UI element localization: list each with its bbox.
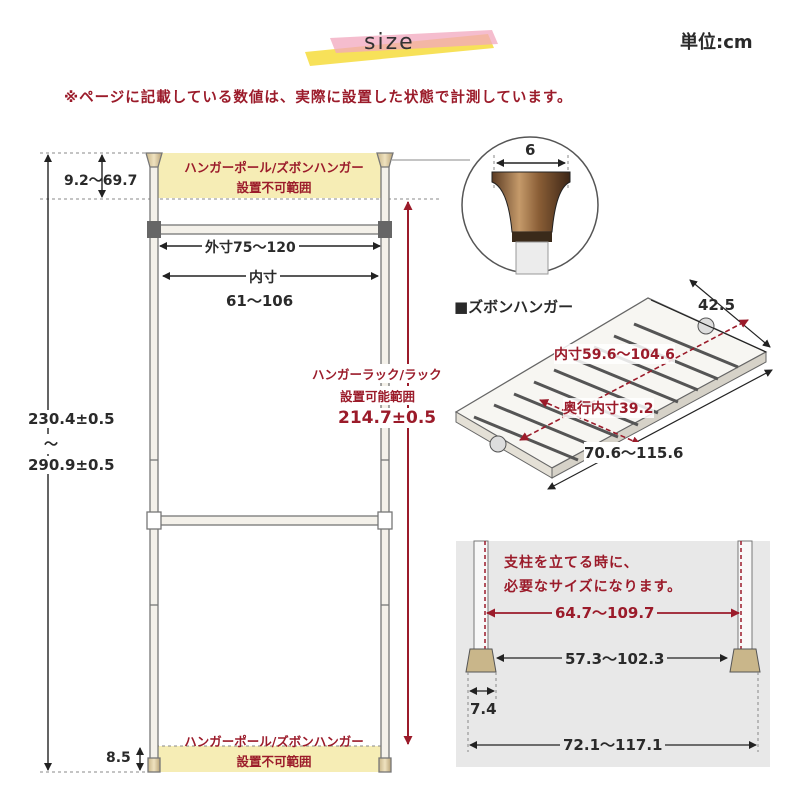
installable-range-line1: ハンガーラック/ラック: [312, 364, 442, 383]
trouser-hanger-title: ■ズボンハンガー: [454, 298, 574, 316]
assembly-span-top: 64.7〜109.7: [552, 602, 658, 623]
height-max: 290.9±0.5: [28, 456, 115, 474]
height-min: 230.4±0.5: [28, 410, 115, 428]
outer-width-value: 外寸75〜120: [202, 237, 299, 257]
inner-width-value: 61〜106: [226, 292, 294, 310]
top-zone-line2: 設置不可範囲: [236, 180, 312, 195]
cap-detail: [392, 136, 599, 275]
hanger-width-value: 70.6〜115.6: [584, 442, 684, 463]
assembly-note-line2: 必要なサイズになります。: [504, 579, 683, 595]
right-pole: [380, 164, 390, 766]
page-title: size: [364, 30, 415, 55]
hanger-inner-depth: 奥行内寸39.2: [563, 398, 654, 418]
measurement-note: ※ページに記載している数値は、実際に設置した状態で計測しています。: [64, 90, 573, 106]
top-gap-value: 9.2〜69.7: [64, 173, 138, 189]
hanger-inner-width: 内寸59.6〜104.6: [554, 344, 675, 364]
title-ribbon: [305, 30, 498, 66]
top-bar: [155, 224, 384, 235]
rack-frame: [145, 152, 394, 773]
assembly-span-bottom: 72.1〜117.1: [560, 734, 666, 755]
top-no-install-zone: [150, 153, 388, 198]
middle-bar: [155, 515, 384, 526]
assembly-span-inner: 57.3〜102.3: [562, 648, 668, 669]
height-tilde: 〜: [44, 434, 58, 454]
inner-width-label: 内寸: [246, 267, 280, 287]
top-zone-line1: ハンガーポール/ズボンハンガー: [184, 160, 364, 175]
bottom-no-install-zone: [150, 746, 388, 772]
bottom-gap-value: 8.5: [106, 750, 131, 766]
cap-width-value: 6: [525, 141, 536, 159]
bottom-zone-line2: 設置不可範囲: [236, 754, 312, 769]
bottom-zone-line1: ハンガーポール/ズボンハンガー: [184, 734, 364, 749]
unit-label: 単位:cm: [680, 32, 753, 53]
hanger-depth-value: 42.5: [698, 296, 736, 314]
assembly-note-line1: 支柱を立てる時に、: [504, 555, 639, 571]
installable-range-line2: 設置可能範囲: [340, 386, 416, 405]
foot-width-value: 7.4: [470, 700, 497, 718]
left-pole: [149, 164, 159, 766]
installable-range-value: 214.7±0.5: [338, 408, 437, 428]
